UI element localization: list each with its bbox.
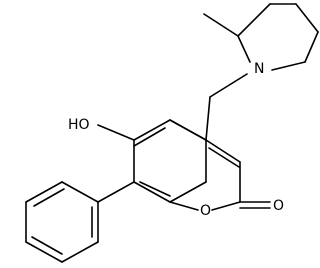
bond: [237, 3, 271, 37]
bond: [237, 35, 251, 63]
bond: [25, 241, 63, 263]
bond: [133, 119, 171, 141]
ring-oxygen-label: O: [200, 203, 211, 219]
bond: [208, 147, 240, 168]
phenyl-link-bond: [97, 181, 135, 203]
phenyl-ring: [25, 181, 99, 263]
bond: [133, 181, 171, 203]
benzo-ring: [133, 119, 207, 203]
bond: [205, 96, 211, 141]
pyranone-ring: [169, 119, 271, 211]
bond: [271, 61, 306, 71]
bond: [211, 201, 241, 211]
bond: [169, 119, 207, 141]
bond: [295, 3, 319, 33]
methyl-bond: [203, 13, 239, 37]
piperidine-ring: [237, 3, 319, 71]
bond: [61, 241, 99, 263]
bond: [33, 188, 65, 207]
bond: [169, 181, 207, 203]
bond: [133, 127, 166, 147]
hydroxyl-bond: [97, 124, 135, 141]
bond: [61, 181, 99, 203]
methylene-linker: [205, 73, 248, 141]
hydroxyl-label: HO: [68, 117, 90, 133]
bond: [304, 31, 319, 63]
bond: [31, 236, 63, 255]
bond: [25, 181, 63, 203]
bond: [209, 73, 248, 98]
amine-nitrogen-label: N: [254, 61, 264, 77]
bond: [169, 201, 199, 211]
bond: [139, 181, 171, 197]
bond: [205, 139, 241, 163]
carbonyl-oxygen-label: O: [273, 198, 284, 214]
